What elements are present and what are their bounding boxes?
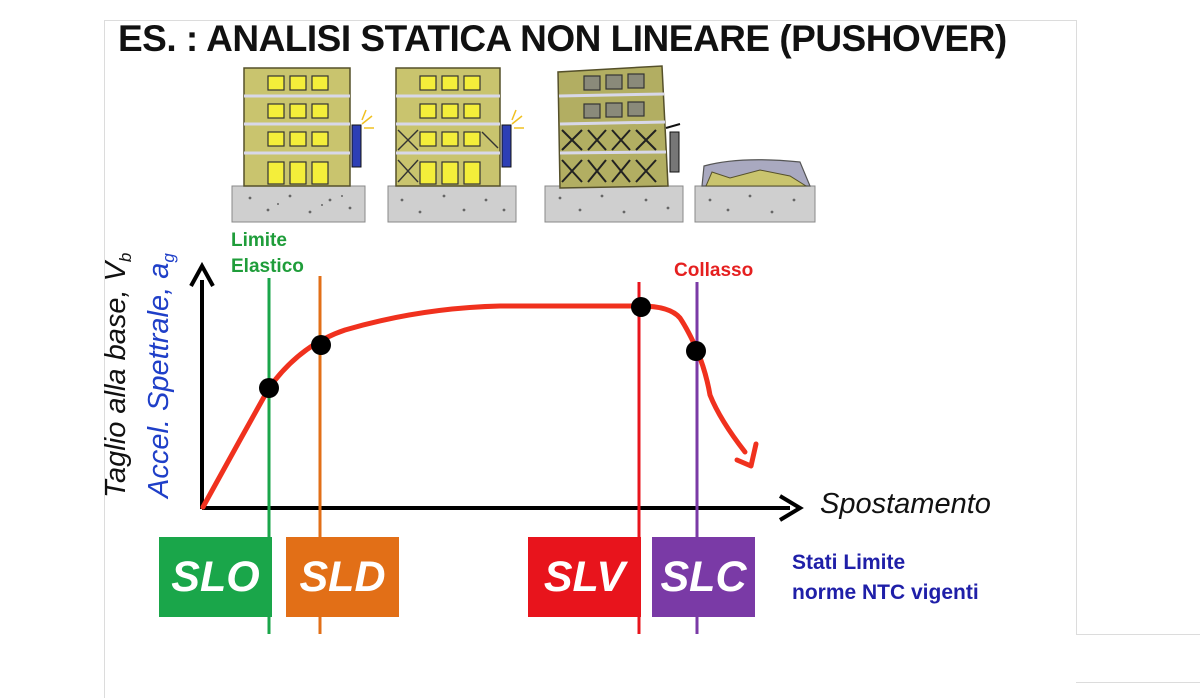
limit-states-legend: Stati Limite norme NTC vigenti (792, 548, 979, 608)
slide-frame-bottom-right (1076, 634, 1200, 635)
collapsed-building-icon (694, 159, 816, 223)
slide-frame-top (104, 20, 1076, 21)
damaged-building-icon (544, 65, 684, 223)
sld-point (311, 335, 331, 355)
legend-line1: Stati Limite (792, 551, 906, 574)
slo-box: SLO (159, 537, 272, 617)
pushover-curve (200, 303, 748, 510)
y-axis-label-acceleration-text: Accel. Spettrale, a (143, 262, 175, 498)
slide-frame-left (104, 20, 105, 698)
legend-line2: norme NTC vigenti (792, 581, 979, 604)
elastic-limit-annotation: Limite Elastico (231, 228, 304, 280)
y-axis-label-shear: Taglio alla base, Vb (100, 253, 136, 498)
page-title: ES. : ANALISI STATICA NON LINEARE (PUSHO… (118, 18, 1007, 59)
slc-point (686, 341, 706, 361)
slide-frame-bottom-right-2 (1076, 682, 1200, 683)
slv-box: SLV (528, 537, 641, 617)
y-axis-label-shear-subscript: b (116, 252, 135, 263)
elastic-limit-line1: Limite (231, 230, 287, 251)
slightly-damaged-building-icon (387, 67, 524, 223)
slv-point (631, 297, 651, 317)
collapse-annotation: Collasso (674, 260, 754, 281)
elastic-limit-line2: Elastico (231, 256, 304, 277)
axes (189, 261, 804, 522)
y-axis-label-acceleration: Accel. Spettrale, ag (143, 253, 179, 498)
slc-box: SLC (652, 537, 755, 617)
sld-box: SLD (286, 537, 399, 617)
y-axis-label-shear-text: Taglio alla base, V (100, 262, 132, 498)
y-axis-label-acceleration-subscript: g (159, 253, 178, 263)
x-axis-label: Spostamento (820, 488, 991, 520)
slide-frame-right (1076, 20, 1077, 634)
intact-building-icon (231, 67, 374, 223)
curve-arrow-head (734, 441, 759, 469)
slo-point (259, 378, 279, 398)
